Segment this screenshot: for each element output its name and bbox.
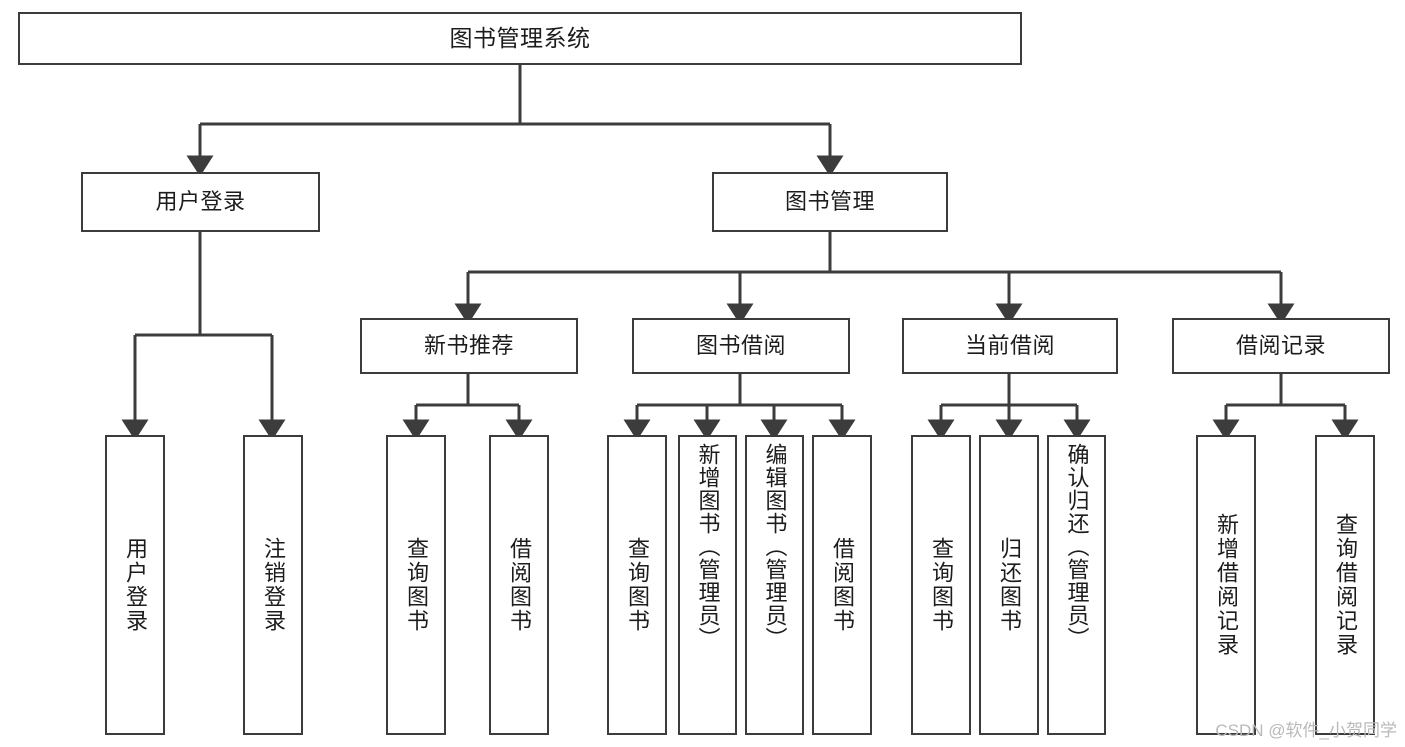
node-leaf-borrow-book[interactable]: 借阅图书: [812, 435, 872, 735]
node-leaf-query-book-borrow[interactable]: 查询图书: [607, 435, 667, 735]
node-label: 借阅记录: [1235, 333, 1326, 359]
node-leaf-query-record[interactable]: 查询借阅记录: [1315, 435, 1375, 735]
node-label: 图书管理系统: [449, 25, 591, 52]
node-label: 编辑图书（管理员）: [762, 443, 788, 650]
node-label: 当前借阅: [964, 333, 1055, 359]
node-leaf-confirm-return[interactable]: 确认归还（管理员）: [1047, 435, 1106, 735]
node-label: 用户登录: [123, 537, 148, 633]
node-leaf-query-book-recommend[interactable]: 查询图书: [386, 435, 446, 735]
node-label: 新增图书（管理员）: [695, 443, 721, 650]
node-label: 图书管理: [784, 189, 875, 215]
node-leaf-return-book[interactable]: 归还图书: [979, 435, 1039, 735]
node-leaf-borrow-book-recommend[interactable]: 借阅图书: [489, 435, 549, 735]
node-label: 查询借阅记录: [1333, 513, 1358, 657]
node-book-borrow[interactable]: 图书借阅: [632, 318, 850, 374]
node-leaf-add-book[interactable]: 新增图书（管理员）: [678, 435, 737, 735]
node-label: 图书借阅: [695, 333, 786, 359]
node-leaf-user-logout[interactable]: 注销登录: [243, 435, 303, 735]
node-root-system[interactable]: 图书管理系统: [18, 12, 1022, 65]
node-leaf-query-book-current[interactable]: 查询图书: [911, 435, 971, 735]
node-label: 查询图书: [404, 537, 429, 633]
node-borrow-record[interactable]: 借阅记录: [1172, 318, 1390, 374]
node-label: 借阅图书: [830, 537, 855, 633]
node-leaf-add-record[interactable]: 新增借阅记录: [1196, 435, 1256, 735]
node-book-manage[interactable]: 图书管理: [712, 172, 948, 232]
node-label: 新增借阅记录: [1214, 513, 1239, 657]
node-leaf-edit-book[interactable]: 编辑图书（管理员）: [745, 435, 804, 735]
node-label: 查询图书: [625, 537, 650, 633]
node-leaf-user-login[interactable]: 用户登录: [105, 435, 165, 735]
node-label: 查询图书: [929, 537, 954, 633]
node-label: 借阅图书: [507, 537, 532, 633]
node-label: 注销登录: [261, 537, 286, 633]
node-new-book-recommend[interactable]: 新书推荐: [360, 318, 578, 374]
node-label: 新书推荐: [423, 333, 514, 359]
node-current-borrow[interactable]: 当前借阅: [902, 318, 1118, 374]
node-label: 确认归还（管理员）: [1064, 443, 1090, 650]
watermark-text: CSDN @软件_小贺同学: [1215, 721, 1397, 740]
node-label: 归还图书: [997, 537, 1022, 633]
node-label: 用户登录: [155, 189, 246, 215]
node-user-login[interactable]: 用户登录: [81, 172, 320, 232]
